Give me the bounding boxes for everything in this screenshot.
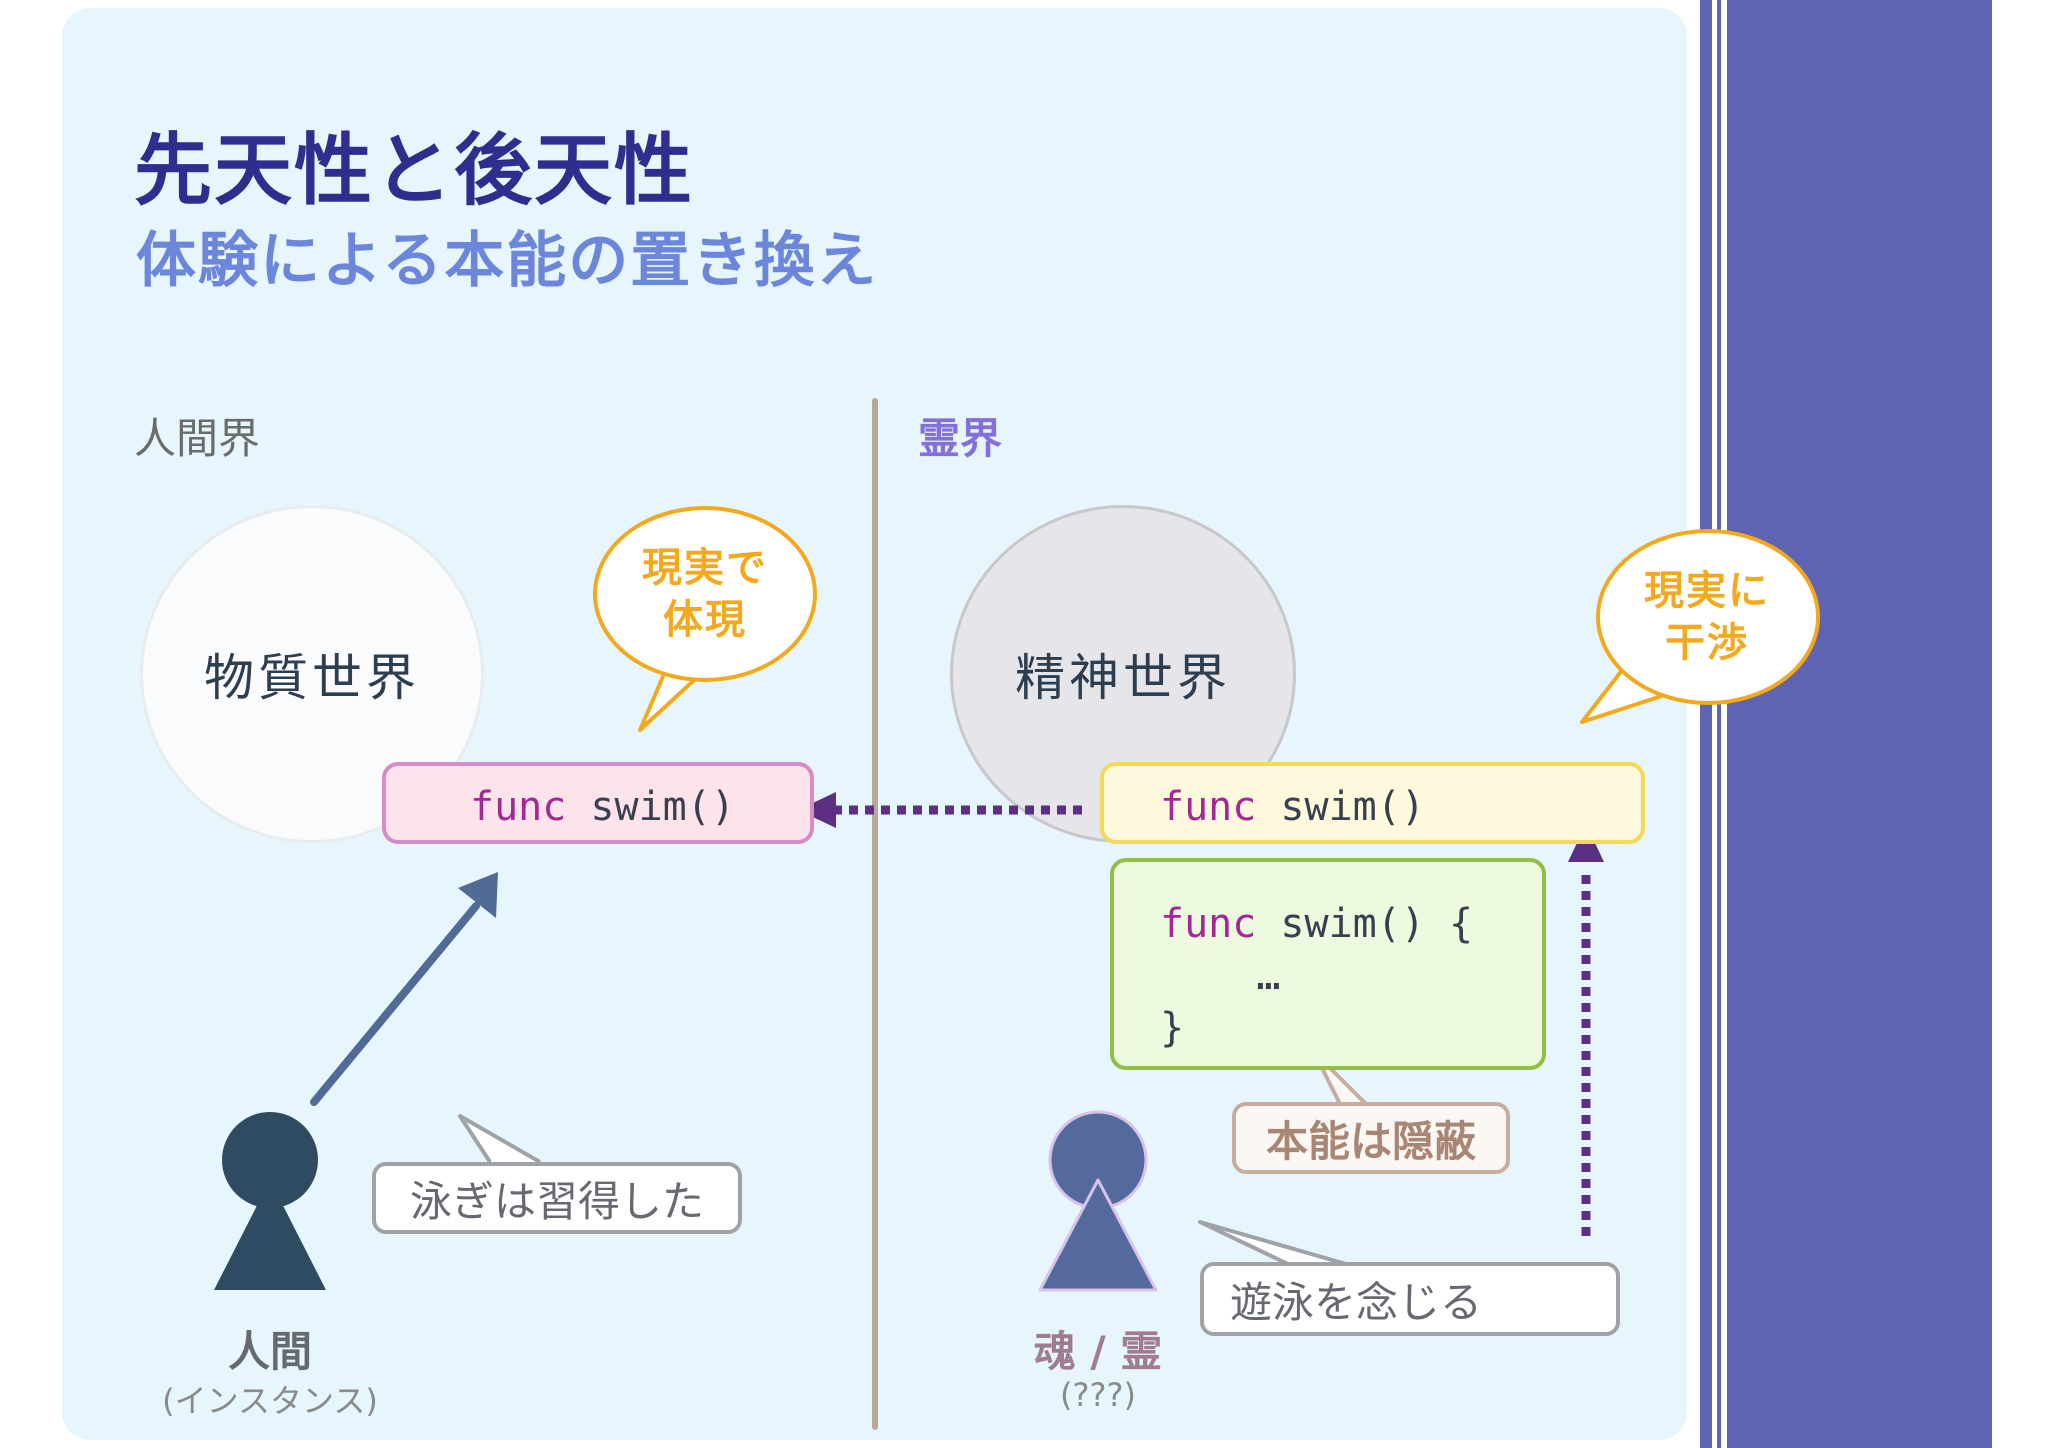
- soul-caption: 魂 / 霊: [1033, 1327, 1163, 1376]
- interfere-line-2: 干渉: [1665, 620, 1749, 666]
- sidebar-stripe: [1717, 0, 1721, 1448]
- sidebar-gap: [1721, 0, 1727, 1448]
- sidebar-stripe: [1700, 0, 1712, 1448]
- interfere-bubble: [1580, 529, 1820, 724]
- slide-subtitle: 体験による本能の置き換え: [136, 226, 879, 296]
- learned-text: 泳ぎは習得した: [409, 1176, 704, 1226]
- human-figure: [214, 1112, 326, 1290]
- code-signature: swim() {: [1256, 901, 1474, 947]
- embody-bubble: [593, 506, 817, 732]
- human-caption: 人間: [227, 1327, 312, 1376]
- learning-arrow: [310, 872, 498, 1106]
- think-swim-tail: [1198, 1220, 1347, 1266]
- embody-line-1: 現実で: [642, 545, 768, 591]
- code-line: }: [1160, 1005, 1185, 1051]
- soul-figure: [1038, 1110, 1158, 1292]
- interfere-callout-text: 現実に 干渉: [1622, 565, 1792, 669]
- decorative-sidebar: [1700, 0, 2048, 1448]
- material-world-label: 物質世界: [204, 649, 420, 707]
- spiritual-world-label: 精神世界: [1015, 649, 1231, 707]
- human-subcaption: (インスタンス): [162, 1382, 378, 1420]
- code-keyword: func: [1160, 784, 1257, 830]
- interfere-arrow: [1568, 824, 1604, 1236]
- hidden-instinct-code: func swim() { … }: [1110, 858, 1546, 1070]
- learned-speech-bubble: 泳ぎは習得した: [372, 1162, 742, 1234]
- human-realm-label: 人間界: [134, 414, 261, 463]
- code-keyword: func: [470, 784, 567, 830]
- instinct-hidden-text: 本能は隠蔽: [1265, 1116, 1476, 1166]
- learned-tail: [458, 1114, 541, 1164]
- code-line: func swim() {: [1160, 898, 1542, 950]
- embody-callout-text: 現実で 体現: [620, 542, 790, 646]
- instinct-hidden-bubble: 本能は隠蔽: [1232, 1102, 1510, 1174]
- code-keyword: func: [1160, 901, 1257, 947]
- embody-line-2: 体現: [663, 597, 747, 643]
- sidebar-band: [1727, 0, 1992, 1448]
- sidebar-gap: [1712, 0, 1717, 1448]
- think-swim-text: 遊泳を念じる: [1230, 1277, 1483, 1327]
- code-signature: swim(): [1256, 784, 1425, 830]
- interfere-line-1: 現実に: [1644, 568, 1770, 614]
- realm-divider: [872, 398, 878, 1430]
- code-line: …: [1160, 953, 1281, 999]
- human-swim-code: func swim(): [382, 762, 814, 844]
- think-swim-bubble: 遊泳を念じる: [1200, 1262, 1620, 1336]
- right-margin: [1992, 0, 2048, 1448]
- soul-subcaption: (???): [1060, 1376, 1136, 1414]
- projection-arrow: [798, 792, 1082, 828]
- spirit-realm-label: 霊界: [918, 414, 1003, 463]
- code-signature: swim(): [566, 784, 735, 830]
- spirit-swim-code: func swim(): [1100, 762, 1645, 844]
- slide-title: 先天性と後天性: [134, 126, 695, 216]
